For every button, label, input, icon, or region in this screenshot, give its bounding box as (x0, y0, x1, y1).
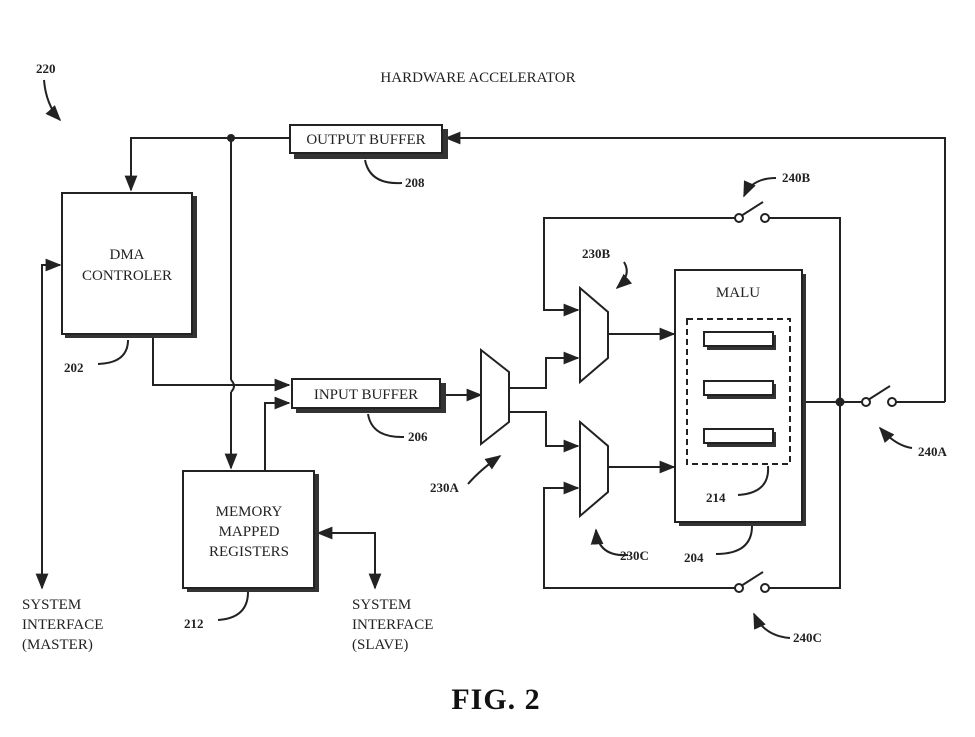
ref-230c-leader (590, 528, 629, 557)
sys-slave-line3: (SLAVE) (352, 637, 408, 653)
mux-a-to-mux-b-line (509, 351, 580, 389)
figure-label: FIG. 2 (451, 683, 540, 716)
malu-label: MALU (716, 285, 760, 301)
dma-controller-block: DMA CONTROLER (61, 192, 197, 338)
diagram-title: HARDWARE ACCELERATOR (380, 70, 575, 86)
mmr-label-line2: MAPPED (219, 524, 280, 540)
ref-202-leader (97, 339, 129, 365)
ref-230b: 230B (582, 246, 611, 261)
output-buffer-block: OUTPUT BUFFER (289, 124, 448, 159)
sys-slave-line1: SYSTEM (352, 597, 411, 613)
ref-214: 214 (706, 490, 726, 505)
mux-230a (480, 347, 510, 447)
ref-206: 206 (408, 429, 428, 444)
ref-204-leader (715, 525, 753, 555)
malu-register-2 (703, 380, 776, 399)
ref-202: 202 (64, 360, 84, 375)
ref-212: 212 (184, 616, 204, 631)
sys-master-line3: (MASTER) (22, 637, 93, 653)
ref-240c: 240C (793, 630, 822, 645)
ref-206-leader (367, 413, 405, 439)
mux-230c (579, 419, 609, 519)
ref-240a-leader (878, 426, 913, 449)
ref-230a: 230A (430, 480, 460, 495)
malu-register-1 (703, 331, 776, 350)
mmr-to-input-buffer-line (264, 396, 291, 471)
system-interface-slave-line (316, 526, 382, 590)
dma-label-line2: CONTROLER (82, 268, 172, 284)
sys-master-line1: SYSTEM (22, 597, 81, 613)
memory-mapped-registers-block: MEMORY MAPPED REGISTERS (182, 470, 319, 592)
ref-240c-leader (753, 612, 791, 639)
ref-230a-leader (467, 455, 502, 485)
dma-to-input-buffer-line (152, 337, 291, 392)
ref-220-arrow (43, 79, 62, 122)
ref-204: 204 (684, 550, 704, 565)
mmr-label-line1: MEMORY (216, 504, 283, 520)
ref-212-leader (217, 591, 249, 621)
mux-a-to-mux-c-line (509, 411, 580, 453)
malu-register-3 (703, 428, 776, 447)
ref-240b: 240B (782, 170, 811, 185)
malu-block: MALU (674, 269, 806, 526)
mmr-label-line3: REGISTERS (209, 544, 289, 560)
ref-208: 208 (405, 175, 425, 190)
switch-c-left-line (543, 481, 738, 589)
mux-230b (579, 285, 609, 385)
output-buffer-label: OUTPUT BUFFER (306, 132, 425, 148)
system-interface-master-line (35, 258, 62, 590)
switch-c-right-line (765, 402, 841, 589)
ref-240b-leader (743, 177, 777, 198)
junction-dot-malu (835, 397, 845, 407)
switch-240a (861, 385, 897, 407)
output-to-dma-line (124, 137, 290, 192)
switch-240c (734, 571, 770, 593)
ref-220: 220 (36, 61, 56, 76)
ref-240a: 240A (918, 444, 948, 459)
dma-label-line1: DMA (109, 247, 144, 263)
ref-230b-leader (615, 261, 633, 290)
feedback-to-output-buffer-line (444, 131, 946, 402)
input-buffer-label: INPUT BUFFER (314, 387, 418, 403)
sys-slave-line2: INTERFACE (352, 617, 433, 633)
sys-master-line2: INTERFACE (22, 617, 103, 633)
ref-214-leader (737, 465, 770, 496)
switch-b-left-line (543, 217, 738, 317)
ref-230c: 230C (620, 548, 649, 563)
ref-208-leader (364, 159, 403, 185)
switch-b-right-line (765, 217, 841, 402)
switch-240b (734, 201, 770, 223)
input-buffer-block: INPUT BUFFER (291, 378, 446, 413)
malu-unit-214 (686, 318, 791, 465)
